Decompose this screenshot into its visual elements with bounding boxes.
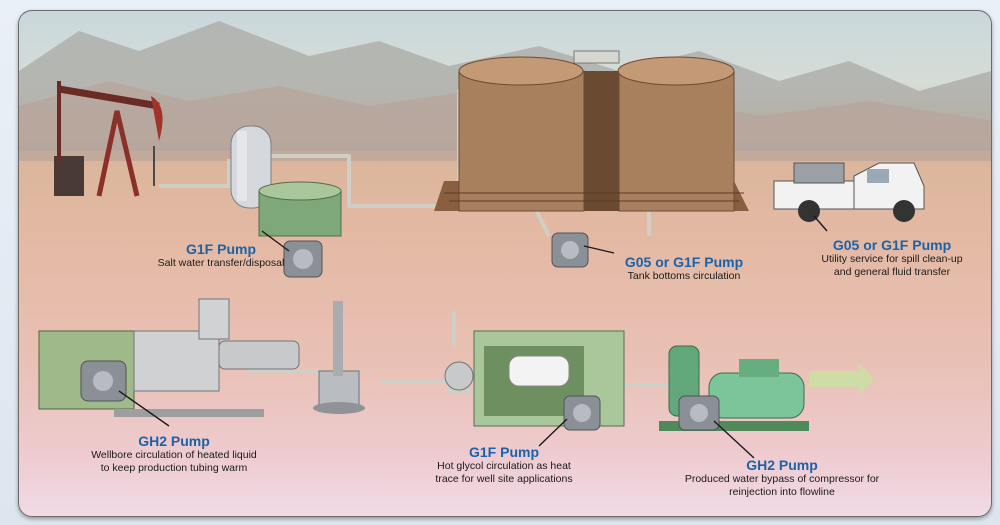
- callout-title: G1F Pump: [185, 241, 256, 257]
- callout-produced-water: GH2 Pump Produced water bypass of compre…: [667, 457, 897, 499]
- separator-vessel: [230, 125, 272, 209]
- pickup-truck: [773, 162, 925, 222]
- callout-description-line-2: to keep production tubing warm: [100, 462, 248, 474]
- callout-description-line-1: Wellbore circulation of heated liquid: [91, 449, 257, 461]
- leader-lines: [118, 215, 828, 459]
- pump-jack: [54, 81, 163, 197]
- pump-glycol: [563, 395, 601, 431]
- pump-produced-water: [678, 395, 720, 431]
- callout-description-line-2: and general fluid transfer: [833, 266, 951, 278]
- pump-tank-bottoms: [551, 232, 589, 268]
- callout-title: G05 or G1F Pump: [832, 237, 952, 253]
- callout-description-line-1: Produced water bypass of compressor for: [684, 473, 880, 485]
- callout-tank-bottoms: G05 or G1F Pump Tank bottoms circulation: [589, 254, 779, 283]
- scene-illustration: [19, 21, 991, 459]
- callout-description-line-1: Hot glycol circulation as heat: [437, 460, 571, 472]
- callout-description-line-2: trace for well site applications: [435, 473, 573, 485]
- water-pit: [258, 181, 342, 237]
- callout-description: Salt water transfer/disposal: [157, 257, 285, 269]
- callout-title: G1F Pump: [468, 444, 539, 460]
- tank-battery: [434, 50, 749, 212]
- callout-glycol: G1F Pump Hot glycol circulation as heat …: [414, 444, 594, 486]
- compressor-skid: [659, 345, 874, 431]
- callout-utility: G05 or G1F Pump Utility service for spil…: [797, 237, 987, 279]
- callout-salt-water: G1F Pump Salt water transfer/disposal: [111, 241, 331, 270]
- callout-description-line-2: reinjection into flowline: [729, 486, 835, 498]
- heater-skid: [38, 298, 300, 417]
- callout-title: G05 or G1F Pump: [624, 254, 744, 270]
- callout-title: GH2 Pump: [746, 457, 818, 473]
- pump-salt-water: [283, 240, 323, 278]
- callout-description-line-1: Utility service for spill clean-up: [821, 253, 963, 265]
- wellhead: [313, 301, 365, 414]
- callout-wellbore: GH2 Pump Wellbore circulation of heated …: [74, 433, 274, 475]
- pump-wellbore: [80, 360, 127, 402]
- callout-description: Tank bottoms circulation: [627, 270, 741, 282]
- callout-title: GH2 Pump: [138, 433, 210, 449]
- diagram-panel: G1F Pump Salt water transfer/disposal G0…: [18, 10, 992, 517]
